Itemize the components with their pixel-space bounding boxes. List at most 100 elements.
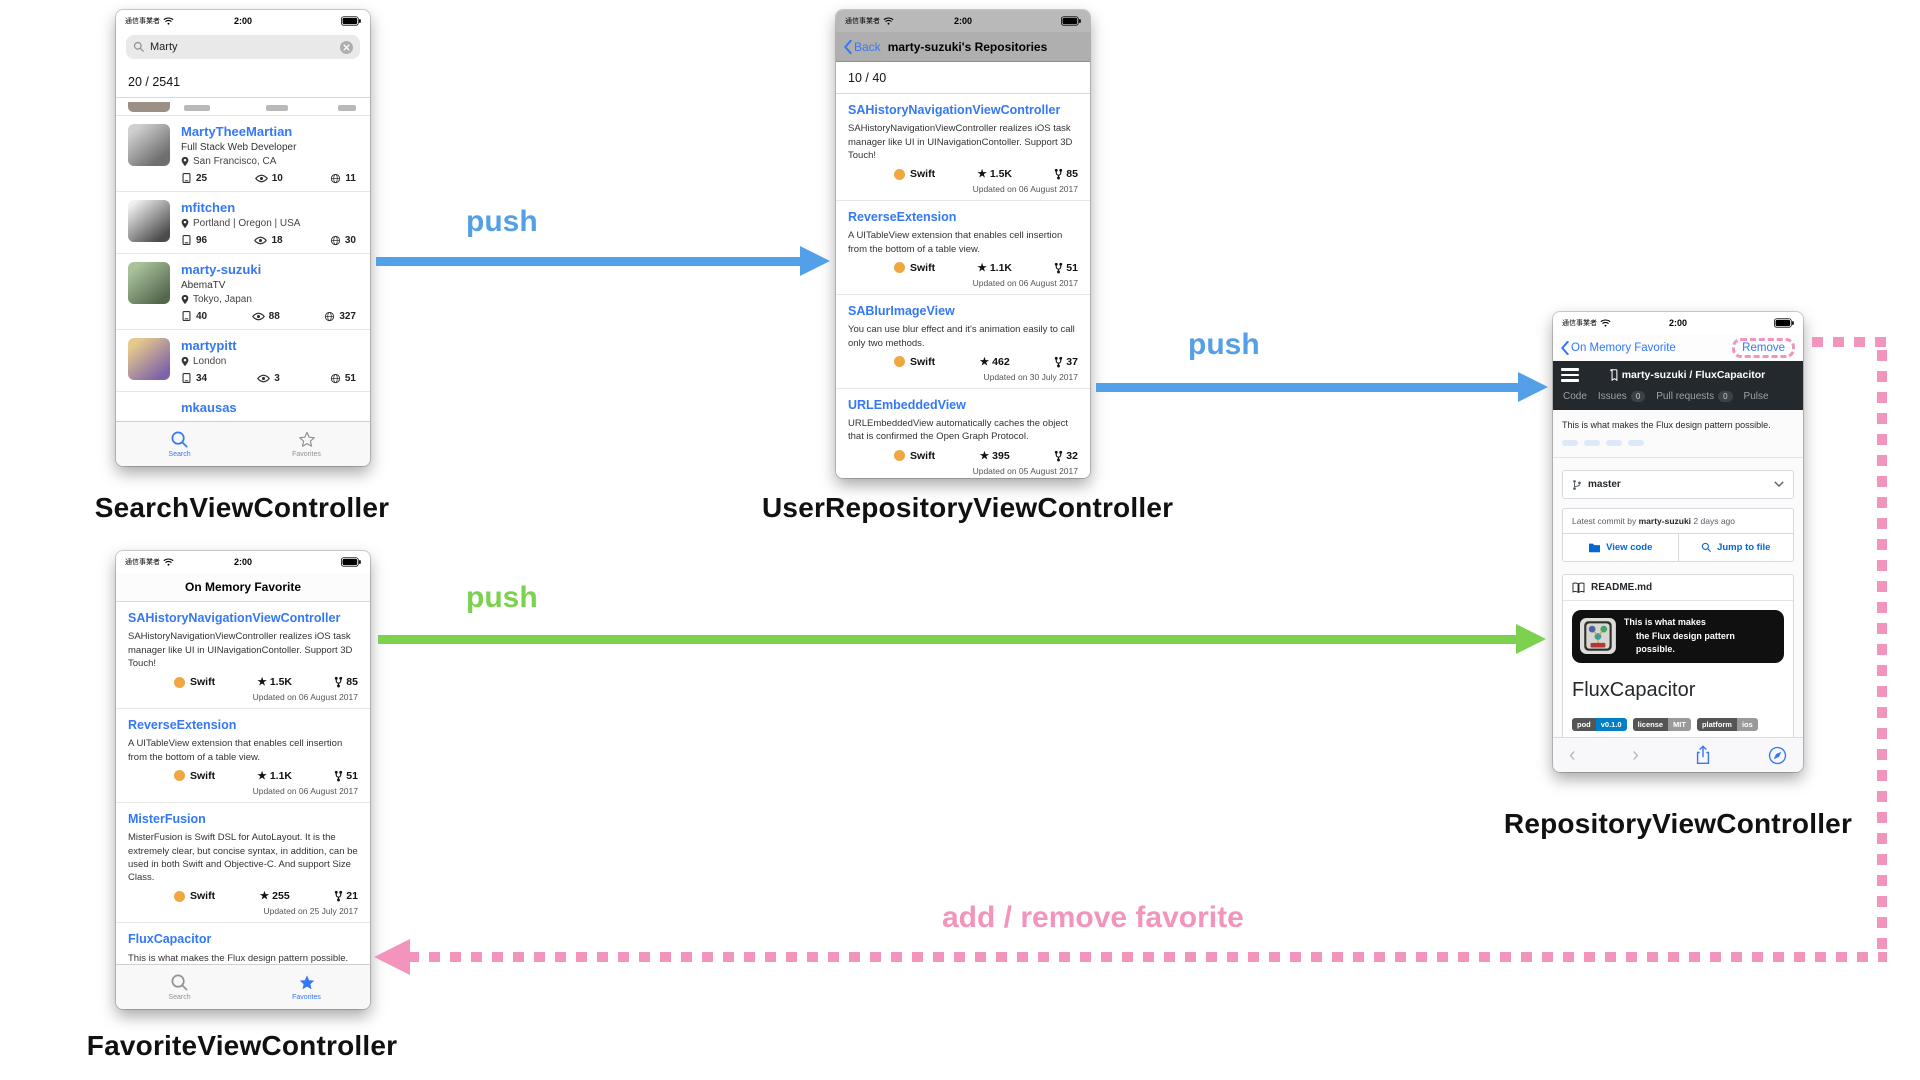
topic-pill[interactable] — [1606, 440, 1622, 447]
github-tab[interactable]: Code — [1563, 390, 1587, 402]
tab-badge: 0 — [1718, 390, 1733, 402]
back-button[interactable]: On Memory Favorite — [1561, 340, 1676, 355]
user-row[interactable]: marty-suzuki AbemaTV Tokyo, Japan 40 88 … — [116, 254, 370, 330]
clear-icon[interactable] — [340, 40, 353, 54]
carrier-label: 通信事業者 — [125, 557, 174, 567]
user-row[interactable]: mfitchen Portland | Oregon | USA 96 18 3… — [116, 192, 370, 254]
repo-row[interactable]: SAHistoryNavigationViewController SAHist… — [836, 94, 1090, 202]
readme-title: FluxCapacitor — [1572, 678, 1696, 701]
share-icon[interactable] — [1695, 745, 1711, 765]
push-arrow-1-head — [800, 246, 830, 276]
repo-row[interactable]: ReverseExtension A UITableView extension… — [836, 201, 1090, 295]
avatar — [128, 124, 170, 166]
fork-icon — [335, 676, 343, 688]
tab-search[interactable]: Search — [116, 965, 243, 1009]
repo-meta: Swift ★1.1K 51 — [174, 770, 358, 782]
repo-description: A UITableView extension that enables cel… — [128, 738, 343, 763]
compass-icon[interactable] — [1768, 746, 1787, 765]
location-pin-icon — [181, 156, 189, 167]
github-tab[interactable]: Pulse — [1743, 390, 1769, 402]
star-icon: ★ — [977, 168, 987, 181]
repo-row[interactable]: ReverseExtension A UITableView extension… — [116, 709, 370, 803]
user-name[interactable]: mfitchen — [181, 200, 236, 215]
repo-description: This is what makes the Flux design patte… — [1562, 419, 1771, 430]
eye-icon — [257, 374, 271, 382]
favorite-list: SAHistoryNavigationViewController SAHist… — [116, 602, 370, 964]
repo-row[interactable]: SAHistoryNavigationViewController SAHist… — [116, 602, 370, 710]
star-outline-icon — [298, 431, 315, 447]
repo-name[interactable]: FluxCapacitor — [128, 932, 212, 947]
search-input[interactable] — [126, 35, 360, 59]
location-pin-icon — [181, 218, 189, 229]
tab-favorites[interactable]: Favorites — [243, 422, 370, 466]
status-bar: 通信事業者 2:00 — [116, 551, 370, 573]
topic-pill[interactable] — [1584, 440, 1600, 447]
favorite-arrow-head — [374, 939, 410, 975]
user-row[interactable]: mkausas 47 47 44 — [116, 392, 370, 421]
repo-row[interactable]: FluxCapacitor This is what makes the Flu… — [116, 923, 370, 964]
search-icon — [1701, 542, 1711, 552]
phone-user-repository: 通信事業者 2:00 Back marty-suzuki's Repositor… — [836, 10, 1090, 478]
topic-pill[interactable] — [1562, 440, 1578, 447]
favorite-arrow-top — [1812, 337, 1888, 347]
github-header: marty-suzuki / FluxCapacitor Code Issues… — [1553, 361, 1803, 410]
repo-bookmark-icon — [1610, 368, 1618, 381]
language-dot — [894, 450, 905, 462]
repo-name[interactable]: MisterFusion — [128, 811, 206, 826]
repo-meta: Swift ★395 32 — [894, 450, 1078, 462]
branch-selector[interactable]: master — [1562, 470, 1794, 500]
view-code-button[interactable]: View code — [1563, 534, 1679, 562]
clock: 2:00 — [953, 16, 972, 26]
push-arrow-2-head — [1518, 372, 1548, 402]
repo-row[interactable]: MisterFusion MisterFusion is Swift DSL f… — [116, 803, 370, 924]
chevron-down-icon — [1774, 481, 1784, 488]
hamburger-icon[interactable] — [1561, 368, 1579, 382]
user-name[interactable]: mkausas — [181, 400, 237, 415]
repo-name[interactable]: URLEmbeddedView — [848, 397, 966, 412]
github-tab[interactable]: Issues 0 — [1598, 390, 1646, 402]
search-tab-icon — [171, 431, 188, 448]
carrier-label: 通信事業者 — [1562, 318, 1611, 328]
network-icon — [331, 173, 341, 183]
repo-icon — [182, 172, 191, 184]
wifi-icon — [163, 17, 174, 25]
user-name[interactable]: MartyTheeMartian — [181, 124, 293, 139]
repo-name[interactable]: SAHistoryNavigationViewController — [128, 611, 341, 625]
repo-name[interactable]: SAHistoryNavigationViewController — [848, 103, 1061, 117]
push-label-3: push — [466, 581, 538, 614]
repo-icon — [182, 310, 191, 322]
user-row[interactable]: MartyTheeMartian Full Stack Web Develope… — [116, 116, 370, 192]
carrier-label: 通信事業者 — [845, 16, 894, 26]
repo-row[interactable]: URLEmbeddedView URLEmbeddedView automati… — [836, 389, 1090, 478]
back-nav-icon[interactable]: ‹ — [1569, 744, 1576, 766]
user-location: San Francisco, CA — [181, 156, 358, 167]
tab-favorites[interactable]: Favorites — [243, 965, 370, 1009]
push-arrow-3-head — [1516, 624, 1546, 654]
back-button[interactable]: Back — [844, 39, 881, 54]
repo-description: A UITableView extension that enables cel… — [848, 230, 1063, 255]
star-icon: ★ — [259, 890, 270, 903]
forward-nav-icon[interactable]: › — [1632, 744, 1639, 766]
jump-to-file-button[interactable]: Jump to file — [1679, 534, 1794, 561]
github-tab[interactable]: Pull requests 0 — [1656, 390, 1733, 402]
status-bar: 通信事業者 2:00 — [116, 10, 370, 32]
repo-row[interactable]: SABlurImageView You can use blur effect … — [836, 295, 1090, 389]
topic-pill[interactable] — [1628, 440, 1644, 447]
wifi-icon — [883, 17, 894, 25]
readme-header[interactable]: README.md — [1563, 575, 1793, 602]
repo-name[interactable]: ReverseExtension — [848, 210, 957, 225]
chevron-left-icon — [1561, 340, 1569, 355]
tab-search[interactable]: Search — [116, 422, 243, 466]
remove-button[interactable]: Remove — [1732, 337, 1795, 358]
status-bar: 通信事業者 2:00 — [836, 10, 1090, 32]
user-row[interactable]: martypitt London 34 3 51 — [116, 330, 370, 392]
battery-icon — [1061, 16, 1081, 26]
user-name[interactable]: martypitt — [181, 338, 237, 353]
fork-icon — [1055, 356, 1063, 368]
repo-name[interactable]: SABlurImageView — [848, 303, 955, 318]
repo-name[interactable]: ReverseExtension — [128, 718, 237, 733]
tab-bar: Search Favorites — [116, 421, 370, 466]
user-name[interactable]: marty-suzuki — [181, 262, 262, 277]
